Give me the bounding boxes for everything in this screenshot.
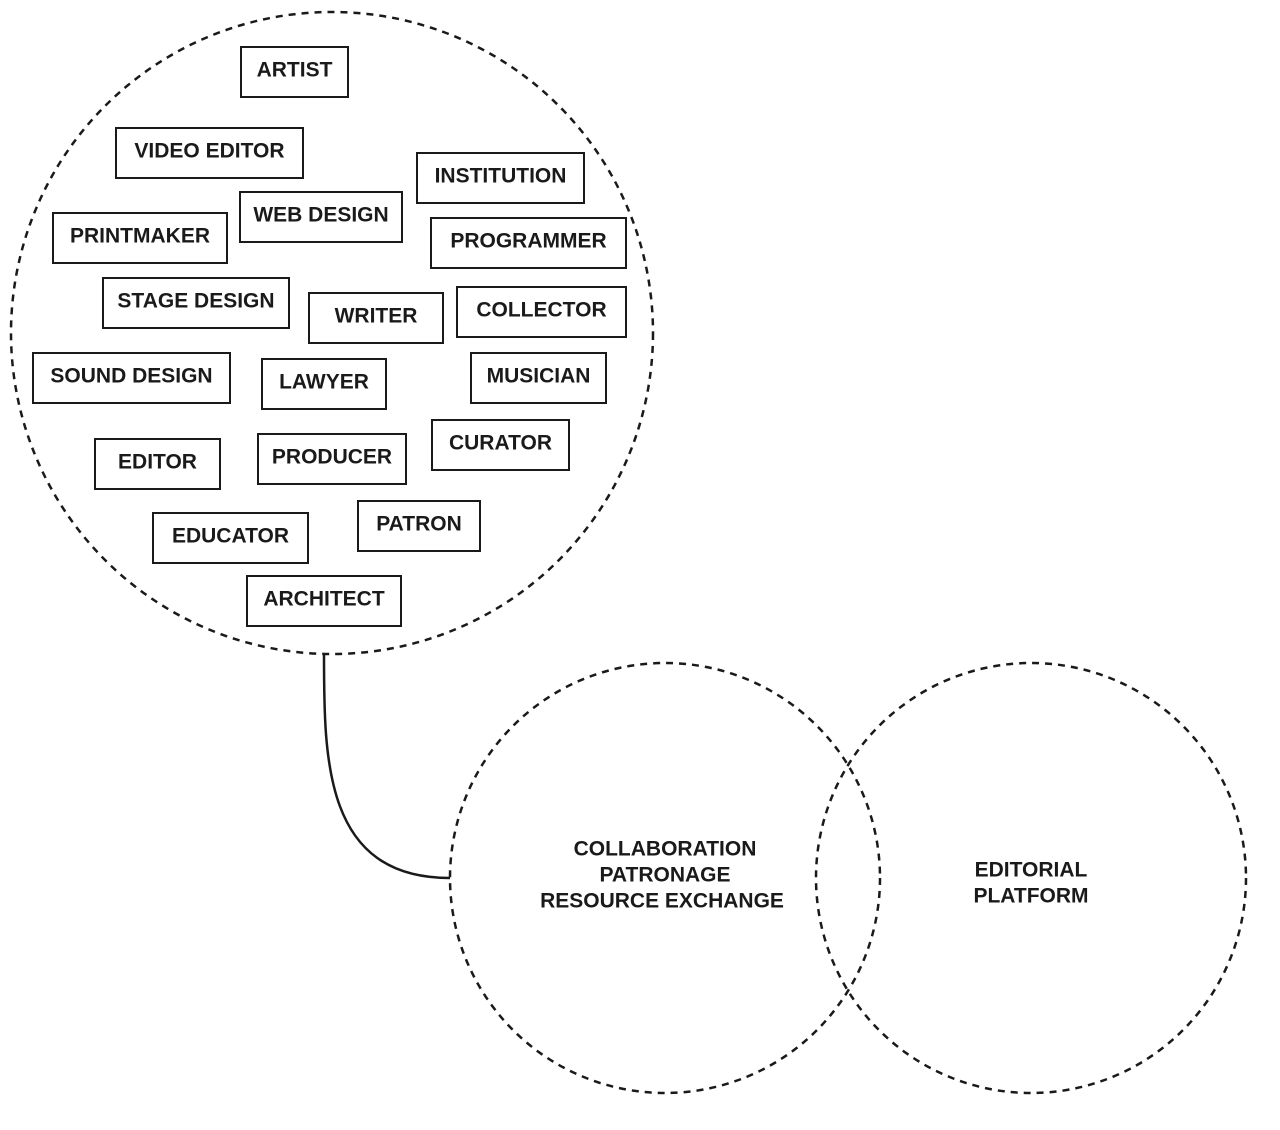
role-box-programmer: PROGRAMMER (430, 217, 627, 269)
role-label: VIDEO EDITOR (134, 140, 284, 163)
role-box-web-design: WEB DESIGN (239, 191, 403, 243)
role-box-frame (152, 512, 309, 564)
role-label: EDITOR (118, 451, 197, 474)
role-box-architect: ARCHITECT (246, 575, 402, 627)
role-box-frame (308, 292, 444, 344)
role-label: ARCHITECT (263, 588, 384, 611)
role-label: COLLECTOR (476, 299, 606, 322)
role-box-frame (257, 433, 407, 485)
editorial-label-line-1: EDITORIAL (975, 859, 1088, 882)
editorial-platform-circle (814, 661, 1248, 1095)
role-box-frame (52, 212, 228, 264)
role-box-producer: PRODUCER (257, 433, 407, 485)
role-label: PATRON (376, 513, 462, 536)
role-box-frame (357, 500, 481, 552)
collaboration-label-line-3: RESOURCE EXCHANGE (540, 890, 784, 913)
role-label: SOUND DESIGN (50, 365, 212, 388)
role-label: WEB DESIGN (253, 204, 388, 227)
role-box-frame (431, 419, 570, 471)
role-label: EDUCATOR (172, 525, 289, 548)
role-box-editor: EDITOR (94, 438, 221, 490)
role-box-frame (456, 286, 627, 338)
role-box-frame (32, 352, 231, 404)
editorial-label-line-2: PLATFORM (973, 885, 1088, 908)
role-label: PRINTMAKER (70, 225, 210, 248)
role-box-frame (239, 191, 403, 243)
roles-group: ARTIST VIDEO EDITOR INSTITUTION WEB DESIGN P… (32, 46, 627, 627)
role-box-curator: CURATOR (431, 419, 570, 471)
role-box-artist: ARTIST (240, 46, 349, 98)
collaboration-label-line-2: PATRONAGE (599, 864, 730, 887)
role-label: STAGE DESIGN (117, 290, 274, 313)
role-box-collector: COLLECTOR (456, 286, 627, 338)
role-box-lawyer: LAWYER (261, 358, 387, 410)
role-label: ARTIST (257, 59, 333, 82)
role-box-stage-design: STAGE DESIGN (102, 277, 290, 329)
collaboration-circle (448, 661, 882, 1095)
role-label: PROGRAMMER (450, 230, 606, 253)
role-box-frame (246, 575, 402, 627)
role-box-frame (416, 152, 585, 204)
collaboration-label-line-1: COLLABORATION (574, 838, 757, 861)
role-label: CURATOR (449, 432, 552, 455)
role-box-frame (94, 438, 221, 490)
role-box-frame (430, 217, 627, 269)
roles-circle (9, 10, 655, 656)
role-box-video-editor: VIDEO EDITOR (115, 127, 304, 179)
role-box-writer: WRITER (308, 292, 444, 344)
role-box-musician: MUSICIAN (470, 352, 607, 404)
collaboration-label: COLLABORATION PATRONAGE RESOURCE EXCHANG… (540, 838, 784, 913)
role-box-sound-design: SOUND DESIGN (32, 352, 231, 404)
role-box-frame (470, 352, 607, 404)
role-box-institution: INSTITUTION (416, 152, 585, 204)
role-box-frame (240, 46, 349, 98)
role-label: MUSICIAN (487, 365, 591, 388)
role-box-frame (115, 127, 304, 179)
role-box-educator: EDUCATOR (152, 512, 309, 564)
role-box-printmaker: PRINTMAKER (52, 212, 228, 264)
role-box-frame (261, 358, 387, 410)
role-label: LAWYER (279, 371, 369, 394)
connector-line (322, 653, 451, 880)
role-label: INSTITUTION (435, 165, 567, 188)
role-box-frame (102, 277, 290, 329)
role-label: WRITER (335, 305, 418, 328)
role-box-patron: PATRON (357, 500, 481, 552)
role-label: PRODUCER (272, 446, 392, 469)
editorial-platform-label: EDITORIAL PLATFORM (973, 859, 1088, 908)
